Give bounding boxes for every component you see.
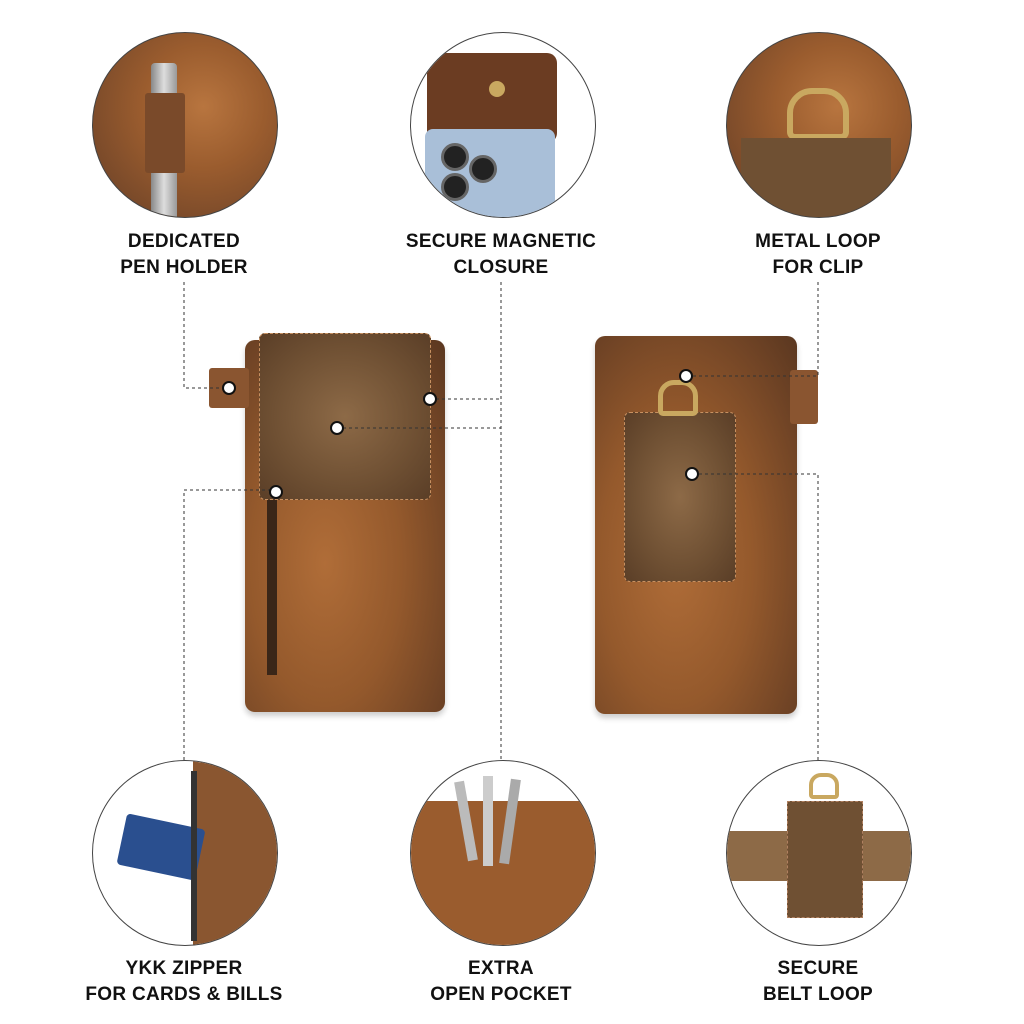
belt-loop-leader: [692, 473, 819, 760]
magnetic-closure-detail-image: [410, 32, 596, 218]
open-pocket-detail-image: [410, 760, 596, 946]
metal-loop-detail-image: [726, 32, 912, 218]
pen-holder-leader: [183, 282, 229, 389]
belt-loop-dot: [685, 467, 699, 481]
flap-edge-dot: [423, 392, 437, 406]
pen-holder-detail-image: [92, 32, 278, 218]
ykk-zipper-leader: [183, 489, 276, 760]
ykk-zipper-detail-image: [92, 760, 278, 946]
belt-loop-detail-image: [726, 760, 912, 946]
d-ring: [658, 380, 698, 416]
metal-loop-dot: [679, 369, 693, 383]
side-tab: [790, 370, 818, 424]
belt-loop-strap: [624, 412, 736, 582]
pen-holder-dot: [222, 381, 236, 395]
metal-loop-leader: [686, 282, 819, 377]
zipper-dot: [269, 485, 283, 499]
magnetic-closure-dot: [330, 421, 344, 435]
front-flap: [259, 333, 431, 500]
